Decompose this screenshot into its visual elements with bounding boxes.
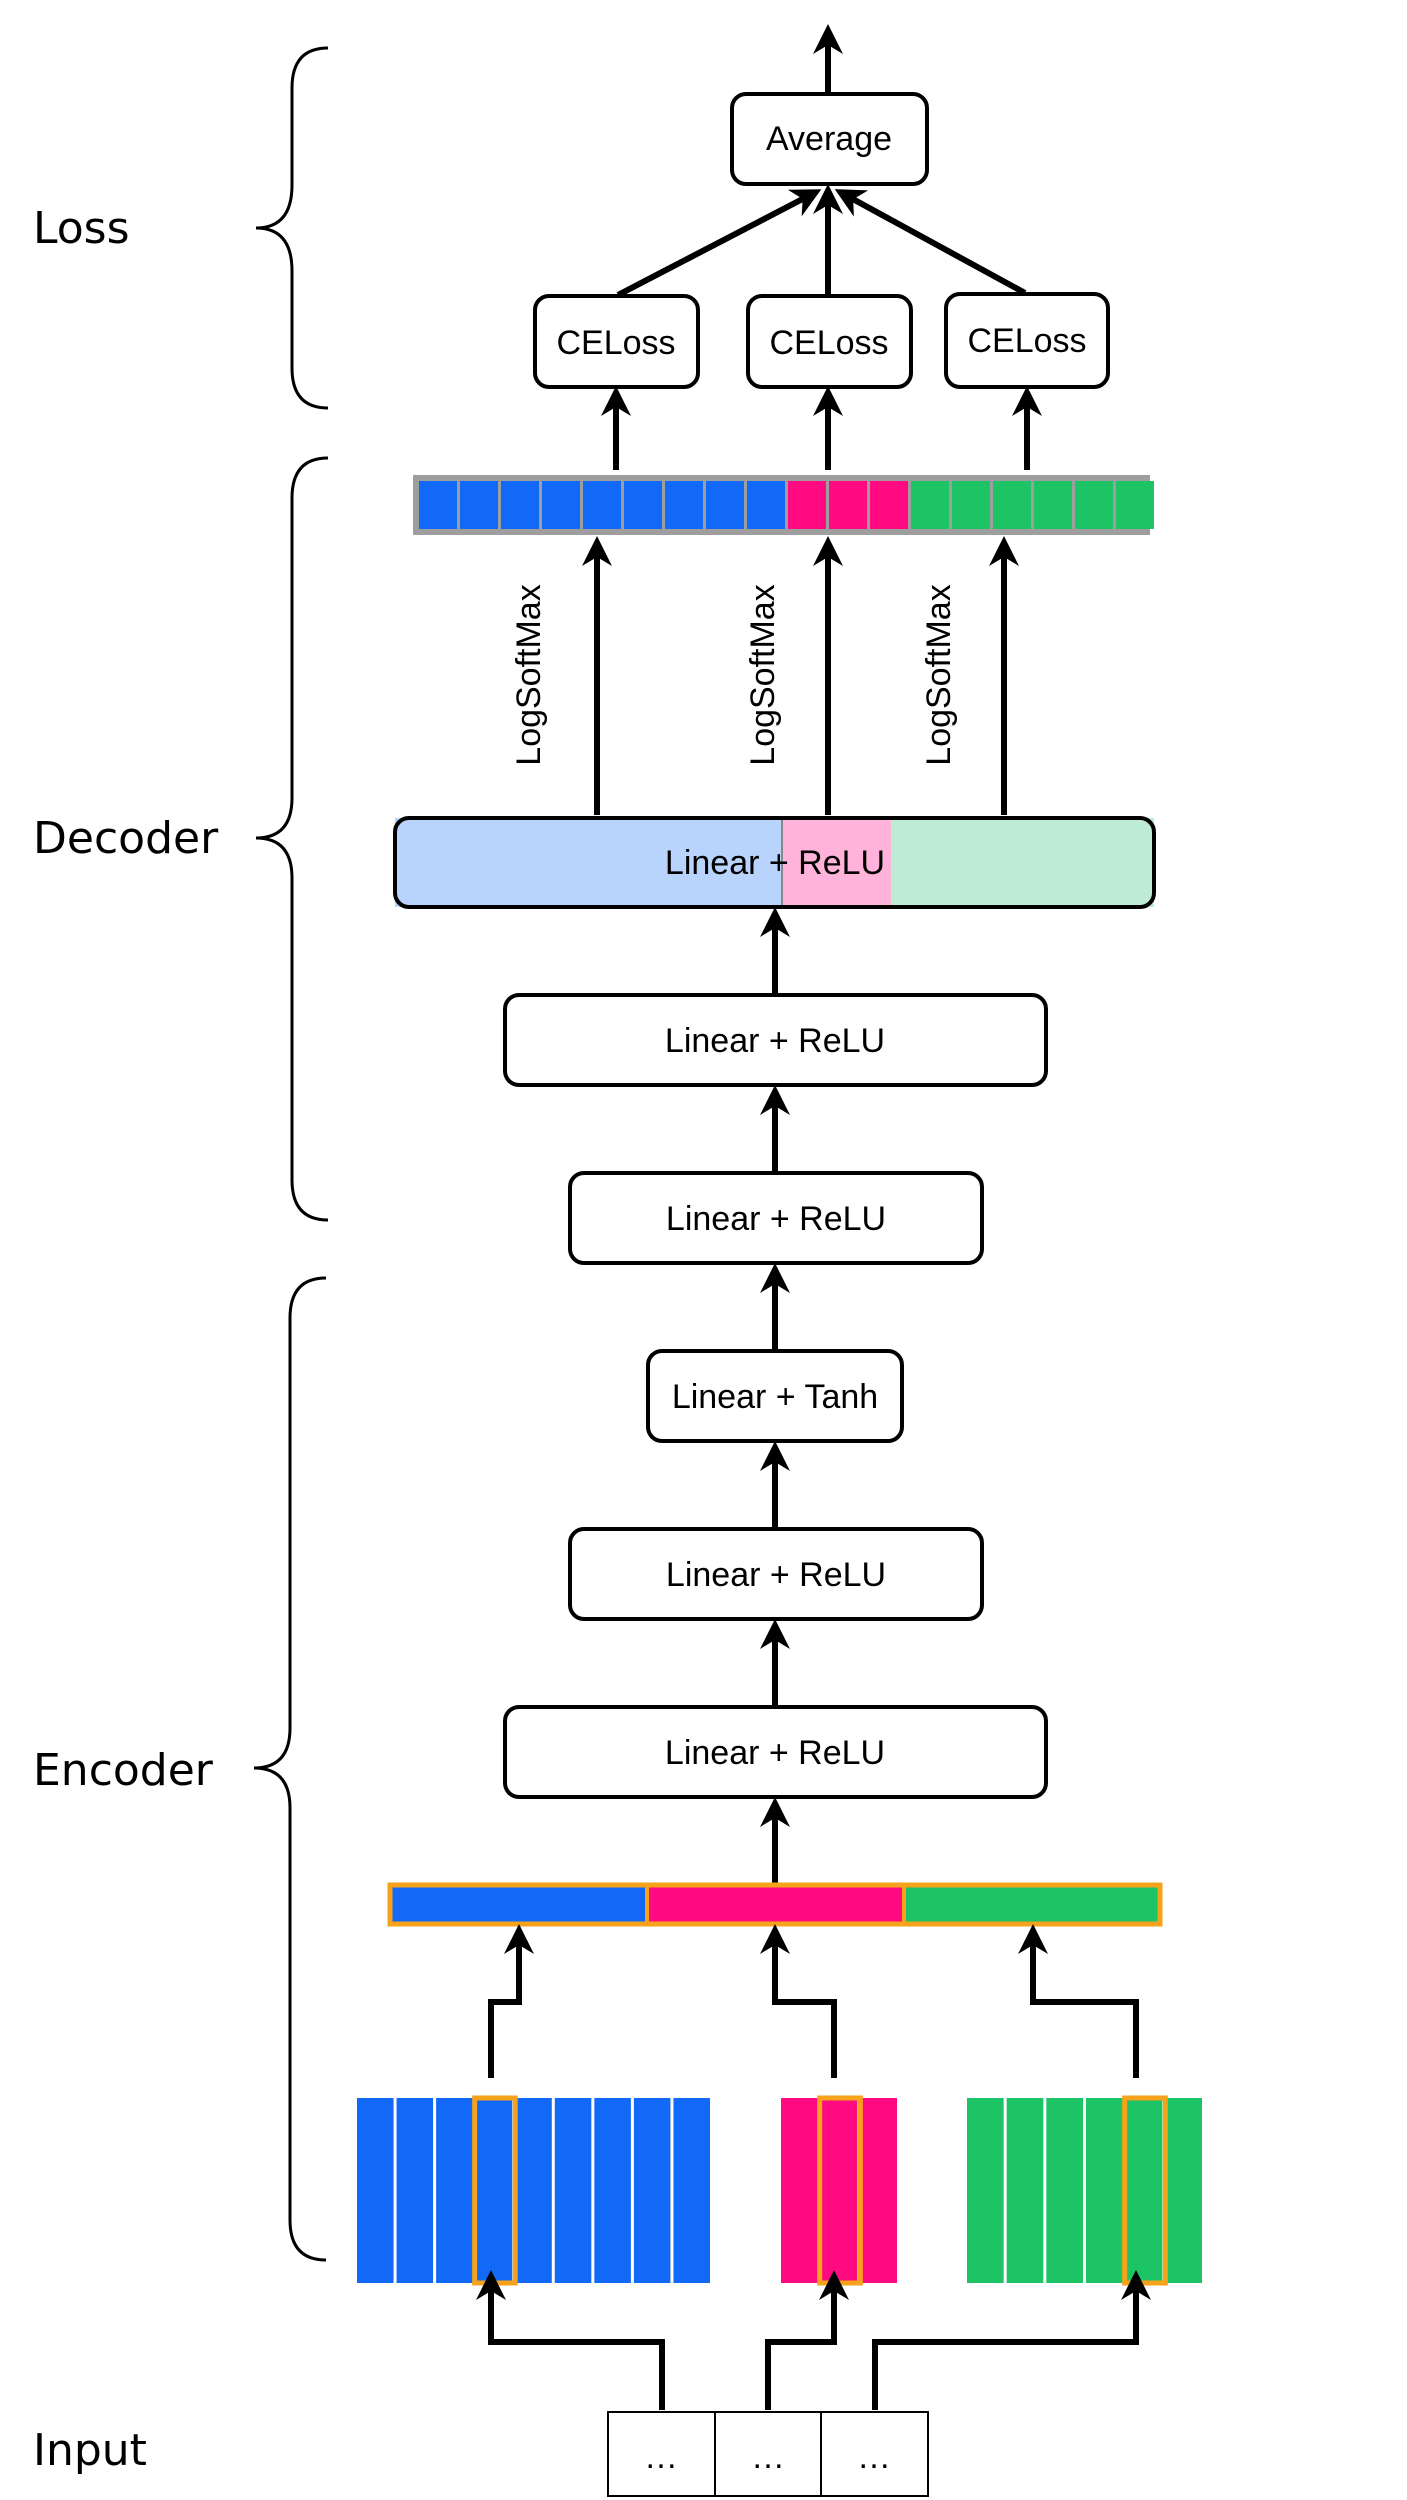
output-cell-blue <box>665 481 703 529</box>
embedding-column-blue <box>515 2098 552 2283</box>
input-token-2: … <box>751 2438 785 2476</box>
encoder-label: Encoder <box>33 1745 214 1796</box>
embedding-column-blue <box>594 2098 631 2283</box>
output-cell-blue <box>706 481 744 529</box>
embedding-table-pink <box>781 2095 897 2286</box>
embedding-column-pink <box>820 2098 858 2283</box>
celoss-blue-to-average-arrow <box>616 189 822 298</box>
celoss-pink-label: CELoss <box>769 324 888 362</box>
decoder-label: Decoder <box>33 813 219 864</box>
embedding-column-blue <box>673 2098 710 2283</box>
embedding-column-green <box>1125 2098 1163 2283</box>
output-cell-green <box>911 481 949 529</box>
green-lookup-to-concat-arrow <box>1018 1924 1139 2078</box>
output-cell-blue <box>624 481 662 529</box>
embedding-column-green <box>1086 2098 1123 2283</box>
decoder-layer-2-label: Linear + ReLU <box>665 1022 885 1060</box>
decoder-layer-1-label: Linear + ReLU <box>666 1200 886 1238</box>
embedding-column-pink <box>860 2098 897 2283</box>
input-1-to-blue-arrow <box>476 2270 665 2410</box>
input-label: Input <box>33 2425 147 2476</box>
output-cell-blue <box>501 481 539 529</box>
decoder-split-layer: Linear + ReLU <box>393 816 1156 909</box>
embedding-table-blue <box>357 2095 710 2286</box>
decoder-split-blue-segment <box>395 818 782 907</box>
embedding-column-blue <box>633 2098 671 2283</box>
input-3-to-green-arrow <box>872 2270 1151 2410</box>
output-cell-blue <box>542 481 580 529</box>
encoder-tanh-label: Linear + Tanh <box>672 1378 878 1416</box>
output-cell-green <box>1116 481 1154 529</box>
output-cell-pink <box>788 481 826 529</box>
embedding-column-green <box>1165 2098 1202 2283</box>
encoder-layer-2-label: Linear + ReLU <box>666 1556 886 1594</box>
embedding-column-green <box>1046 2098 1083 2283</box>
decoder-brace <box>255 456 329 1222</box>
pink-lookup-to-concat-arrow <box>760 1924 837 2078</box>
concat-pink-segment <box>647 1885 904 1924</box>
input-token-3: … <box>857 2438 891 2476</box>
decoder-split-pink-segment <box>782 818 891 907</box>
embedding-column-blue <box>436 2098 473 2283</box>
embedding-column-pink <box>781 2098 818 2283</box>
celoss-blue-label: CELoss <box>556 324 675 362</box>
input-token-cell <box>820 2411 929 2497</box>
output-cell-green <box>1034 481 1072 529</box>
output-cell-blue <box>747 481 785 529</box>
decoder-split-green-segment <box>891 818 1154 907</box>
embedding-column-blue <box>396 2098 434 2283</box>
blue-lookup-to-concat-arrow <box>488 1924 534 2078</box>
input-2-to-pink-arrow <box>765 2270 849 2410</box>
input-tokens: … … … <box>607 2411 929 2497</box>
loss-brace <box>255 46 329 410</box>
embedding-column-blue <box>554 2098 592 2283</box>
concat-green-segment <box>904 1885 1160 1924</box>
decoder-split-label: Linear + ReLU <box>665 844 885 882</box>
output-cell-blue <box>419 481 457 529</box>
output-cell-blue <box>583 481 621 529</box>
embedding-table-green <box>967 2095 1202 2286</box>
output-vector <box>413 475 1154 535</box>
celoss-green-label: CELoss <box>967 322 1086 360</box>
output-cell-green <box>1075 481 1113 529</box>
embedding-column-green <box>967 2098 1004 2283</box>
concat-vector <box>387 1882 1163 1927</box>
embedding-column-blue <box>475 2098 513 2283</box>
celoss-green-to-average-arrow <box>834 189 1027 296</box>
logsoftmax-blue-label: LogSoftMax <box>510 584 548 765</box>
input-token-1: … <box>644 2438 678 2476</box>
logsoftmax-pink-label: LogSoftMax <box>744 584 782 765</box>
logsoftmax-green-label: LogSoftMax <box>920 584 958 765</box>
output-cell-pink <box>829 481 867 529</box>
embedding-column-blue <box>357 2098 394 2283</box>
output-cell-green <box>993 481 1031 529</box>
encoder-brace <box>253 1276 327 2262</box>
encoder-layer-1-label: Linear + ReLU <box>665 1734 885 1772</box>
average-label: Average <box>766 120 892 158</box>
input-token-cell <box>714 2411 822 2497</box>
embedding-column-green <box>1006 2098 1044 2283</box>
output-cell-blue <box>460 481 498 529</box>
loss-label: Loss <box>33 203 130 254</box>
concat-blue-segment <box>390 1885 647 1924</box>
output-cell-green <box>952 481 990 529</box>
output-cell-pink <box>870 481 908 529</box>
